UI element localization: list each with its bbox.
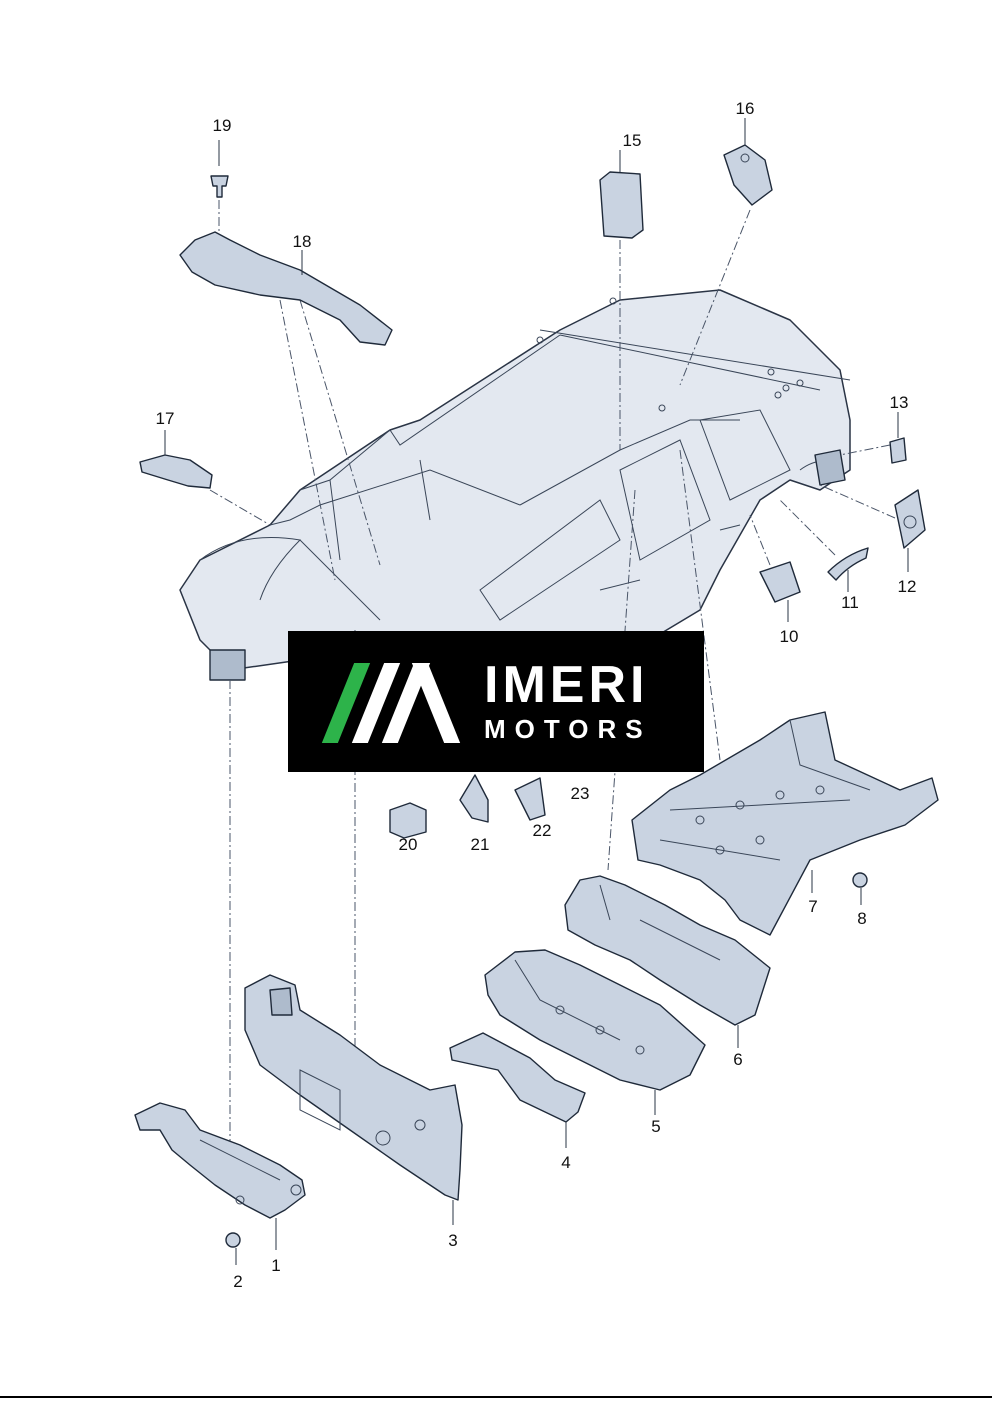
callout-8: 8 — [857, 909, 866, 928]
part-10-foam-block: 10 — [759, 561, 801, 646]
callout-15: 15 — [623, 131, 642, 150]
callout-1: 1 — [271, 1256, 280, 1275]
callout-19: 19 — [213, 116, 232, 135]
callout-13: 13 — [890, 393, 909, 412]
logo-word-imeri: IMERI — [484, 656, 649, 714]
part-19-clip: 19 — [210, 116, 232, 198]
callout-7: 7 — [808, 897, 817, 916]
part-7-rear-floor: 7 — [631, 711, 939, 936]
callout-2: 2 — [233, 1272, 242, 1291]
callout-6: 6 — [733, 1050, 742, 1069]
callout-12: 12 — [898, 577, 917, 596]
part-20-foam-cube: 20 — [389, 802, 427, 854]
part-17-insulation: 17 — [139, 409, 213, 489]
callout-11: 11 — [841, 593, 859, 612]
part-5-tunnel-insulation: 5 — [484, 949, 706, 1136]
part-16-bracket: 16 — [723, 99, 773, 206]
part-18-insulation: 18 — [179, 231, 393, 346]
callout-16: 16 — [736, 99, 755, 118]
callout-20: 20 — [399, 835, 418, 854]
page-bottom-rule — [0, 1396, 992, 1398]
part-13-pad: 13 — [889, 393, 909, 464]
callout-10: 10 — [780, 627, 799, 646]
callout-23: 23 — [571, 784, 590, 803]
part-1-bracket: 1 — [134, 1102, 306, 1275]
part-11-curved-trim: 11 — [827, 547, 869, 612]
part-4-foam-pad: 4 — [449, 1032, 586, 1172]
callout-21: 21 — [471, 835, 490, 854]
part-3-bulkhead: 3 — [244, 974, 463, 1250]
part-12-bracket: 12 — [894, 489, 926, 596]
part-21-wedge: 21 — [459, 774, 490, 854]
callout-18: 18 — [293, 232, 312, 251]
callout-5: 5 — [651, 1117, 660, 1136]
callout-22: 22 — [533, 821, 552, 840]
part-15-foam-block: 15 — [599, 131, 644, 239]
logo-word-motors: MOTORS — [484, 714, 652, 744]
car-body-shell — [179, 289, 851, 681]
part-22-bracket: 22 — [514, 777, 552, 840]
part-2-clip: 2 — [225, 1232, 243, 1291]
imeri-motors-logo: IMERI MOTORS — [288, 631, 704, 772]
part-6-floor-insulation: 6 — [564, 875, 771, 1069]
callout-3: 3 — [448, 1231, 457, 1250]
callout-4: 4 — [561, 1153, 570, 1172]
callout-17: 17 — [156, 409, 175, 428]
logo-bar-4 — [411, 663, 461, 743]
part-8-clip: 8 — [852, 872, 868, 928]
